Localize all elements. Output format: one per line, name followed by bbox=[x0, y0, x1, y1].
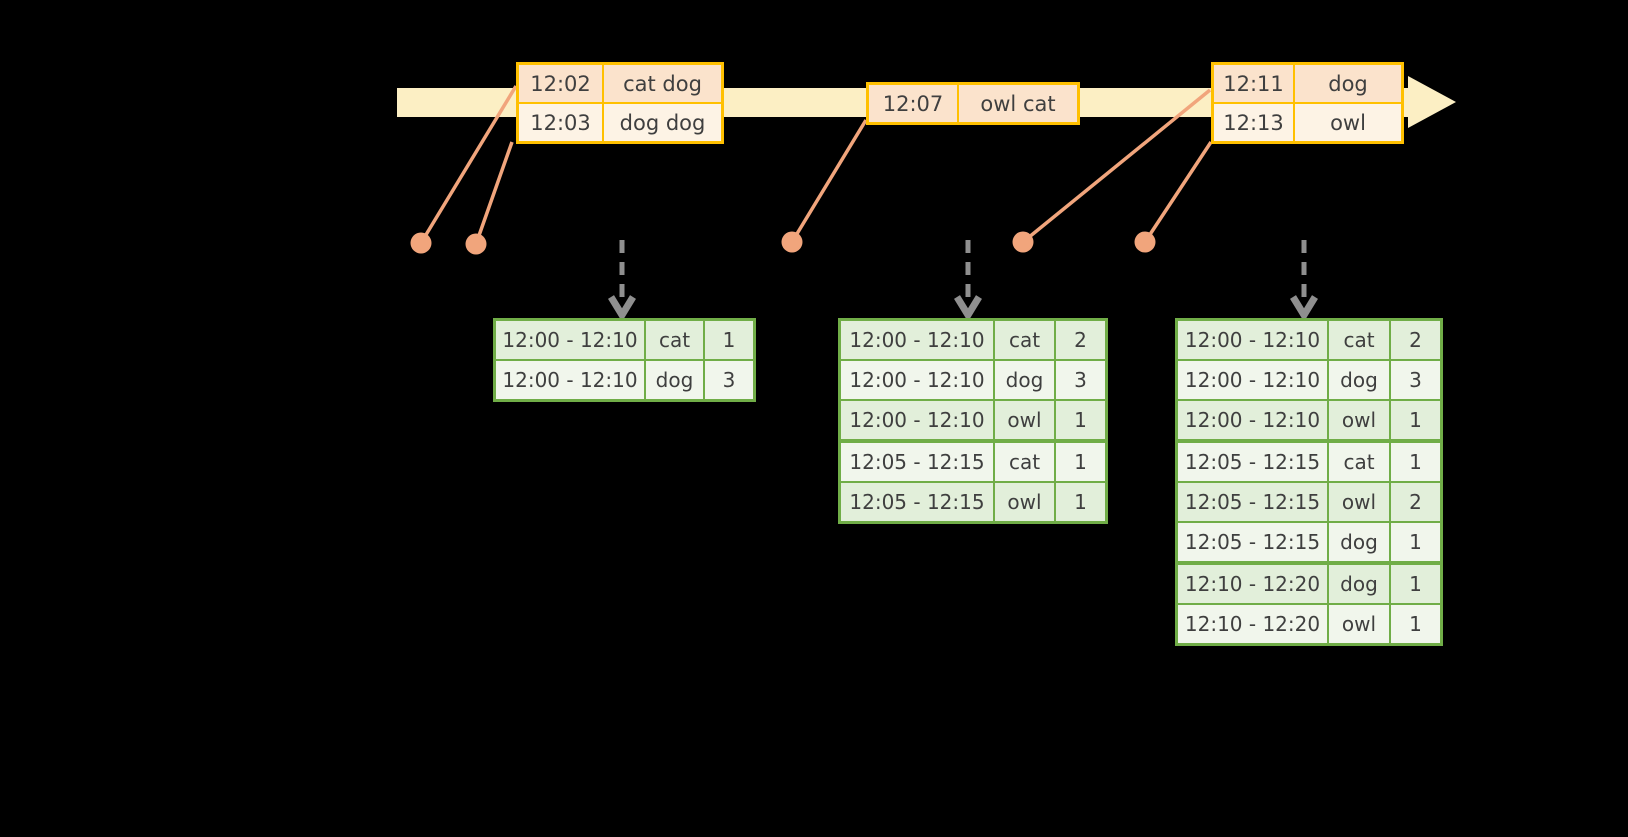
window-cell: 12:00 - 12:10 bbox=[493, 318, 646, 361]
event-time-cell: 12:13 bbox=[1211, 102, 1295, 144]
event-words-cell: owl cat bbox=[957, 82, 1080, 125]
trigger-arrowhead-icon bbox=[954, 295, 982, 322]
count-cell: 3 bbox=[1389, 359, 1443, 401]
timeline-arrowhead-icon bbox=[1408, 76, 1456, 128]
window-cell: 12:10 - 12:20 bbox=[1175, 603, 1329, 646]
count-cell: 1 bbox=[1389, 439, 1443, 483]
word-cell: dog bbox=[1327, 561, 1391, 605]
trigger-arrowhead-icon bbox=[1290, 295, 1318, 322]
count-cell: 1 bbox=[1389, 561, 1443, 605]
word-cell: cat bbox=[993, 439, 1056, 483]
count-cell: 1 bbox=[1389, 399, 1443, 442]
event-dot-icon bbox=[781, 231, 803, 253]
event-words-cell: owl bbox=[1293, 102, 1404, 144]
event-dot-icon bbox=[1134, 231, 1156, 253]
connector-line-1203 bbox=[474, 141, 514, 245]
word-cell: owl bbox=[993, 399, 1056, 442]
window-cell: 12:05 - 12:15 bbox=[838, 439, 995, 483]
word-cell: cat bbox=[1327, 439, 1391, 483]
count-cell: 2 bbox=[1389, 481, 1443, 523]
event-time-cell: 12:03 bbox=[516, 102, 604, 144]
window-cell: 12:00 - 12:10 bbox=[1175, 399, 1329, 442]
connector-line-1211 bbox=[1021, 88, 1212, 244]
count-cell: 3 bbox=[703, 359, 756, 402]
count-cell: 1 bbox=[1054, 399, 1108, 442]
word-cell: owl bbox=[1327, 481, 1391, 523]
count-cell: 1 bbox=[1054, 481, 1108, 524]
count-cell: 1 bbox=[703, 318, 756, 361]
count-cell: 1 bbox=[1389, 521, 1443, 564]
word-cell: dog bbox=[644, 359, 705, 402]
word-cell: owl bbox=[1327, 603, 1391, 646]
word-cell: dog bbox=[993, 359, 1056, 401]
window-cell: 12:05 - 12:15 bbox=[1175, 439, 1329, 483]
count-cell: 1 bbox=[1389, 603, 1443, 646]
connector-line-1202 bbox=[419, 85, 518, 244]
connector-line-1207 bbox=[790, 119, 868, 243]
window-cell: 12:00 - 12:10 bbox=[1175, 318, 1329, 361]
event-words-cell: dog dog bbox=[602, 102, 724, 144]
count-cell: 1 bbox=[1054, 439, 1108, 483]
window-cell: 12:05 - 12:15 bbox=[1175, 521, 1329, 564]
event-words-cell: dog bbox=[1293, 62, 1404, 104]
connector-line-1213 bbox=[1143, 141, 1213, 243]
window-cell: 12:05 - 12:15 bbox=[1175, 481, 1329, 523]
word-cell: cat bbox=[1327, 318, 1391, 361]
word-cell: cat bbox=[993, 318, 1056, 361]
count-cell: 2 bbox=[1054, 318, 1108, 361]
event-dot-icon bbox=[465, 233, 487, 255]
count-cell: 2 bbox=[1389, 318, 1443, 361]
event-words-cell: cat dog bbox=[602, 62, 724, 104]
window-cell: 12:00 - 12:10 bbox=[838, 399, 995, 442]
word-cell: dog bbox=[1327, 521, 1391, 564]
word-cell: cat bbox=[644, 318, 705, 361]
event-dot-icon bbox=[410, 232, 432, 254]
word-cell: dog bbox=[1327, 359, 1391, 401]
word-cell: owl bbox=[1327, 399, 1391, 442]
count-cell: 3 bbox=[1054, 359, 1108, 401]
window-cell: 12:10 - 12:20 bbox=[1175, 561, 1329, 605]
word-cell: owl bbox=[993, 481, 1056, 524]
window-cell: 12:00 - 12:10 bbox=[1175, 359, 1329, 401]
window-cell: 12:00 - 12:10 bbox=[838, 318, 995, 361]
window-cell: 12:00 - 12:10 bbox=[493, 359, 646, 402]
trigger-arrowhead-icon bbox=[608, 295, 636, 322]
event-dot-icon bbox=[1012, 231, 1034, 253]
window-cell: 12:05 - 12:15 bbox=[838, 481, 995, 524]
event-time-cell: 12:07 bbox=[866, 82, 959, 125]
event-time-cell: 12:11 bbox=[1211, 62, 1295, 104]
window-cell: 12:00 - 12:10 bbox=[838, 359, 995, 401]
event-time-cell: 12:02 bbox=[516, 62, 604, 104]
